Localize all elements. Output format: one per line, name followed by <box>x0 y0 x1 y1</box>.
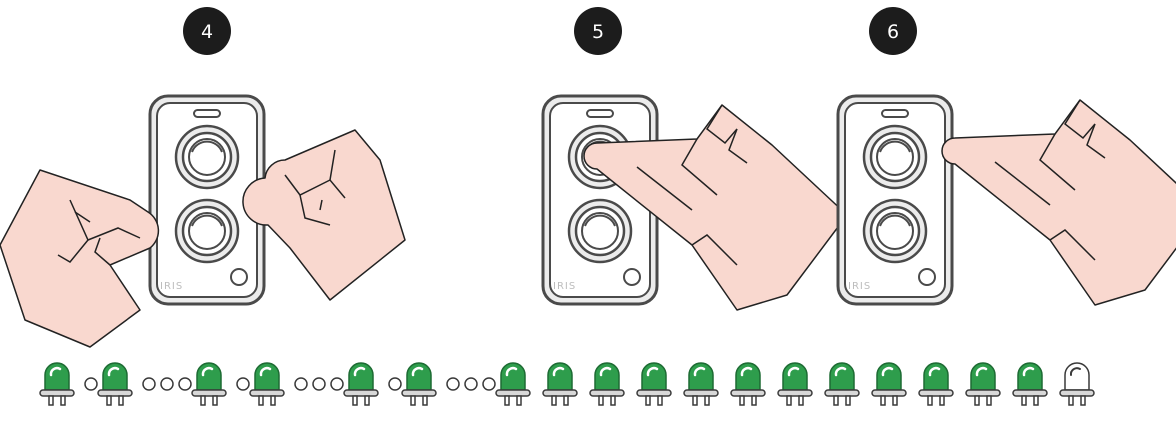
pause-dot <box>178 377 192 391</box>
led-on-icon <box>96 361 134 407</box>
step-6-number: 6 <box>887 21 899 43</box>
remote-brand-label: IRIS <box>848 281 871 292</box>
led-on-icon <box>38 361 76 407</box>
led-blink-sequence <box>38 361 1095 407</box>
step-4-badge: 4 <box>183 7 231 55</box>
led-on-icon <box>541 361 579 407</box>
right-hand-icon <box>242 129 406 301</box>
pause-dot <box>160 377 174 391</box>
step-5: 5 IRIS <box>541 7 848 311</box>
led-on-icon <box>870 361 908 407</box>
remote-brand-label: IRIS <box>160 281 183 292</box>
pointing-hand-icon <box>941 99 1176 306</box>
led-on-icon <box>776 361 814 407</box>
remote-brand-label: IRIS <box>553 281 576 292</box>
pause-dot <box>312 377 326 391</box>
step-5-number: 5 <box>592 21 604 43</box>
pause-dot <box>330 377 344 391</box>
pause-dot <box>142 377 156 391</box>
led-on-icon <box>1011 361 1049 407</box>
remote-control <box>836 94 954 306</box>
led-on-icon <box>400 361 438 407</box>
step-4-number: 4 <box>201 21 213 43</box>
led-on-icon <box>190 361 228 407</box>
led-on-icon <box>342 361 380 407</box>
step-5-badge: 5 <box>574 7 622 55</box>
led-on-icon <box>588 361 626 407</box>
step-4: 4 IRIS <box>0 7 406 348</box>
pause-dot <box>388 377 402 391</box>
led-off-icon <box>1059 362 1095 406</box>
led-on-icon <box>964 361 1002 407</box>
led-on-icon <box>729 361 767 407</box>
pause-dot <box>236 377 250 391</box>
led-on-icon <box>494 361 532 407</box>
pause-dot <box>84 377 98 391</box>
pause-dot <box>294 377 308 391</box>
pause-dot <box>446 377 460 391</box>
step-6: 6 IRIS <box>836 7 1176 306</box>
step-6-badge: 6 <box>869 7 917 55</box>
pause-dot <box>464 377 478 391</box>
led-on-icon <box>248 361 286 407</box>
led-on-icon <box>823 361 861 407</box>
pause-dot <box>482 377 496 391</box>
left-hand-icon <box>0 169 160 348</box>
led-on-icon <box>917 361 955 407</box>
led-on-icon <box>635 361 673 407</box>
led-on-icon <box>682 361 720 407</box>
